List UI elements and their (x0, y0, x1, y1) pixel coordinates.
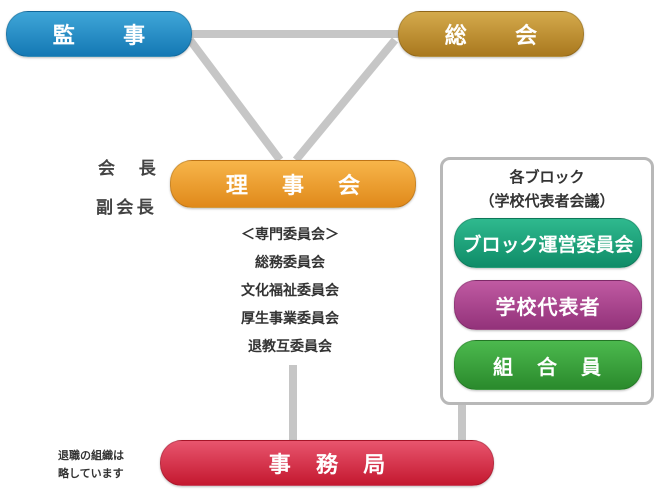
secretariat-label: 事 務 局 (268, 453, 395, 478)
committee-item: 厚生事業委員会 (241, 311, 339, 327)
general-assembly-box: 総 会 (398, 11, 584, 57)
block-title: 各ブロック (509, 168, 585, 186)
chair-label: 会 長 (98, 159, 160, 179)
committee-item: 文化福祉委員会 (241, 283, 339, 299)
vice-chair-label: 副会長 (96, 198, 158, 218)
board-label: 理 事 会 (225, 174, 374, 199)
committee-heading: ＜専門委員会＞ (241, 227, 339, 243)
auditor-box: 監 事 (6, 11, 192, 57)
block-committee-box: ブロック運営委員会 (454, 218, 642, 268)
auditor-label: 監 事 (52, 24, 159, 49)
block-committee-label: ブロック運営委員会 (462, 233, 634, 256)
secretariat-box: 事 務 局 (160, 440, 494, 486)
note-line-2: 略しています (58, 467, 124, 480)
school-rep-box: 学校代表者 (454, 280, 642, 330)
school-rep-label: 学校代表者 (495, 294, 601, 319)
board-box: 理 事 会 (170, 160, 416, 208)
member-label: 組 合 員 (493, 354, 603, 379)
committee-item: 退教互委員会 (248, 339, 332, 355)
block-subtitle: （学校代表者会議） (479, 192, 615, 210)
member-box: 組 合 員 (454, 340, 642, 390)
general-assembly-label: 総 会 (444, 24, 551, 49)
note-line-1: 退職の組織は (58, 449, 124, 462)
committee-item: 総務委員会 (255, 255, 325, 271)
